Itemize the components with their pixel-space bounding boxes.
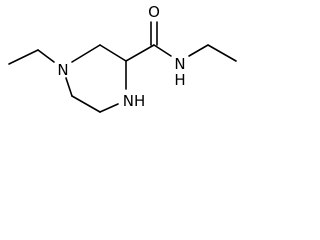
bond-carbonyl-n <box>153 44 172 57</box>
molecule-structure: N NH N H O <box>0 0 284 134</box>
bond-c2-carbonyl <box>125 44 155 62</box>
bond-ethyl-ch3 <box>8 49 39 65</box>
bond-n-ethyl-ch2 <box>188 44 209 57</box>
atom-n-amide: N <box>174 55 185 73</box>
atom-h-amide: H <box>174 71 185 89</box>
atom-nh-ring: NH <box>123 92 146 110</box>
bond-c3-c2 <box>99 44 127 62</box>
bond-c6-c5 <box>71 95 101 113</box>
bond-c5-n4 <box>65 77 73 97</box>
bond-n4-c3 <box>71 44 101 63</box>
atom-labels: N NH N H O <box>57 3 185 110</box>
bond-n-ethyl-ch3 <box>207 44 237 62</box>
structure-svg: N NH N H O <box>8 3 237 113</box>
bond-ethyl-ch2-n <box>37 49 55 63</box>
bonds <box>8 21 237 113</box>
bond-n1-c6 <box>99 103 119 113</box>
atom-n-ring: N <box>57 61 68 79</box>
atom-o-carbonyl: O <box>148 3 160 21</box>
